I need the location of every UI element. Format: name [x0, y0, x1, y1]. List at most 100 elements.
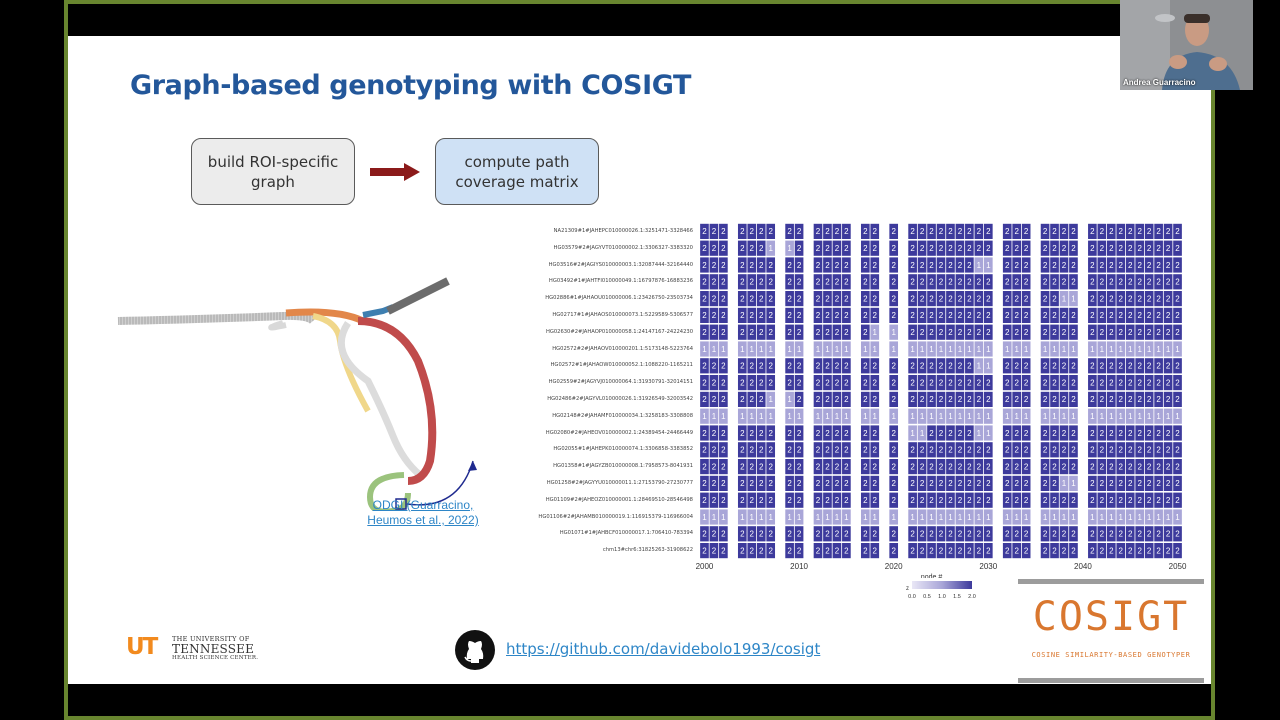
heatmap-cell	[832, 509, 842, 525]
heatmap-cell-label: 2	[702, 496, 707, 505]
heatmap-cell	[974, 375, 984, 391]
heatmap-cell-label: 2	[891, 362, 896, 371]
speaker-video-thumbnail[interactable]: Andrea Guarracino	[1120, 0, 1253, 90]
heatmap-cell	[1106, 459, 1116, 475]
heatmap-cell	[785, 408, 794, 424]
heatmap-cell-label: 1	[1014, 412, 1019, 421]
heatmap-cell	[813, 509, 823, 525]
heatmap-cell	[747, 274, 757, 290]
heatmap-cell-label: 2	[1090, 227, 1095, 236]
heatmap-cell-label: 2	[1166, 395, 1171, 404]
heatmap-cell	[794, 442, 804, 458]
heatmap-cell	[832, 526, 842, 542]
heatmap-cell	[1050, 324, 1059, 340]
heatmap-cell	[1088, 274, 1097, 290]
heatmap-cell-label: 2	[929, 227, 934, 236]
heatmap-cell	[1088, 425, 1097, 441]
heatmap-cell	[756, 509, 766, 525]
heatmap-cell	[1040, 240, 1050, 256]
heatmap-cell	[747, 391, 757, 407]
heatmap-cell	[842, 307, 851, 323]
heatmap-cell	[813, 475, 823, 491]
heatmap-cell-label: 2	[1024, 546, 1029, 555]
heatmap-cell	[1050, 257, 1059, 273]
heatmap-cell-label: 2	[759, 446, 764, 455]
heatmap-cell-label: 1	[750, 345, 755, 354]
heatmap-cell-label: 2	[768, 362, 773, 371]
heatmap-cell	[1154, 240, 1163, 256]
heatmap-cell	[946, 442, 955, 458]
heatmap-cell	[965, 291, 974, 307]
heatmap-cell	[1116, 223, 1126, 239]
heatmap-cell-label: 2	[1137, 278, 1142, 287]
heatmap-cell-label: 2	[1147, 244, 1152, 253]
heatmap-cell-label: 2	[1128, 546, 1133, 555]
heatmap-cell-label: 2	[958, 462, 963, 471]
heatmap-cell-label: 2	[816, 395, 821, 404]
heatmap-cell-label: 2	[1052, 311, 1057, 320]
heatmap-cell-label: 2	[939, 261, 944, 270]
heatmap-cell-label: 2	[958, 479, 963, 488]
heatmap-cell	[709, 509, 719, 525]
heatmap-cell-label: 2	[844, 496, 849, 505]
heatmap-cell	[832, 475, 842, 491]
heatmap-cell	[709, 375, 719, 391]
heatmap-cell-label: 2	[750, 429, 755, 438]
heatmap-cell-label: 2	[1100, 294, 1105, 303]
heatmap-cell	[983, 509, 993, 525]
heatmap-cell-label: 2	[1175, 378, 1180, 387]
heatmap-cell-label: 2	[750, 378, 755, 387]
heatmap-cell	[1040, 543, 1050, 559]
cosigt-logo-text: COSIGT	[1032, 594, 1190, 640]
heatmap-cell-label: 1	[1090, 412, 1095, 421]
heatmap-cell-label: 2	[787, 378, 792, 387]
heatmap-cell-label: 2	[1090, 294, 1095, 303]
heatmap-cell-label: 1	[844, 412, 849, 421]
heatmap-cell	[860, 291, 870, 307]
heatmap-cell-label: 2	[1005, 244, 1010, 253]
heatmap-cell-label: 1	[740, 345, 745, 354]
heatmap-cell-label: 2	[740, 496, 745, 505]
heatmap-cell	[1163, 341, 1173, 357]
odgi-citation-link[interactable]: ODGI (Guarracino, Heumos et al., 2022)	[367, 498, 479, 527]
heatmap-cell-label: 2	[1156, 462, 1161, 471]
heatmap-cell	[1163, 358, 1173, 374]
heatmap-cell-label: 2	[759, 429, 764, 438]
heatmap-cell-label: 2	[1137, 496, 1142, 505]
heatmap-cell	[1144, 358, 1154, 374]
heatmap-cell-label: 2	[1005, 362, 1010, 371]
heatmap-cell	[1116, 240, 1126, 256]
heatmap-cell-label: 2	[1071, 244, 1076, 253]
heatmap-cell-label: 2	[1024, 328, 1029, 337]
heatmap-cell-label: 1	[1062, 412, 1067, 421]
heatmap-cell	[1002, 459, 1012, 475]
heatmap-cell	[1173, 442, 1182, 458]
heatmap-cell-label: 2	[1137, 479, 1142, 488]
heatmap-cell	[766, 291, 776, 307]
heatmap-cell	[1116, 307, 1126, 323]
heatmap-cell-label: 2	[1052, 530, 1057, 539]
heatmap-cell	[936, 408, 946, 424]
x-axis-title: node #	[921, 574, 943, 578]
heatmap-cell	[756, 492, 766, 508]
heatmap-row-label: HG01358#1#JAGYZB010000008.1:7958573-8041…	[553, 463, 693, 470]
heatmap-cell	[813, 341, 823, 357]
heatmap-cell-label: 2	[1062, 546, 1067, 555]
heatmap-cell	[974, 425, 984, 441]
heatmap-cell-label: 2	[1137, 530, 1142, 539]
heatmap-cell-label: 2	[1109, 311, 1114, 320]
heatmap-cell	[737, 274, 747, 290]
heatmap-cell	[860, 459, 870, 475]
heatmap-cell-label: 2	[1090, 530, 1095, 539]
heatmap-cell-label: 2	[1005, 479, 1010, 488]
slide-title: Graph-based genotyping with COSIGT	[130, 70, 692, 101]
heatmap-cell-label: 2	[1052, 328, 1057, 337]
heatmap-cell-label: 2	[958, 261, 963, 270]
github-link[interactable]: https://github.com/davidebolo1993/cosigt	[506, 640, 821, 658]
heatmap-cell	[1163, 543, 1173, 559]
heatmap-cell-label: 1	[759, 345, 764, 354]
heatmap-cell	[983, 459, 993, 475]
heatmap-row-label: HG02148#2#JAHAMF010000034.1:3258183-3308…	[552, 412, 693, 419]
heatmap-cell	[1135, 526, 1145, 542]
heatmap-cell	[1002, 324, 1012, 340]
